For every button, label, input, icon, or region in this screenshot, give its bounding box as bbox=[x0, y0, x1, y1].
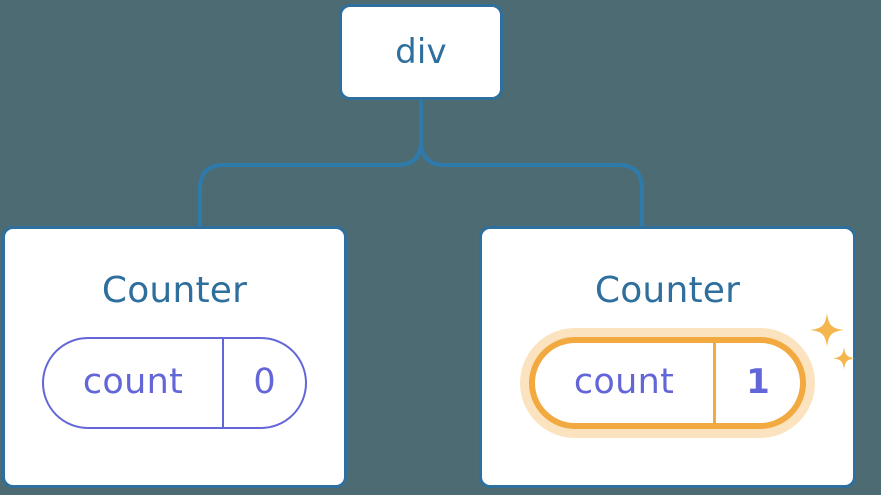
sparkle-group bbox=[810, 313, 856, 370]
sparkle-icon-small bbox=[832, 347, 856, 370]
state-value-cell: 1 bbox=[716, 343, 800, 423]
node-counter-right[interactable]: Counter count 1 bbox=[479, 226, 856, 488]
state-pill-wrapper: count 1 bbox=[529, 313, 856, 429]
node-label: Counter bbox=[101, 270, 248, 311]
state-pill[interactable]: count 0 bbox=[42, 337, 307, 429]
sparkle-icon-large bbox=[810, 313, 844, 347]
state-value-label: 0 bbox=[253, 361, 276, 402]
node-root-div[interactable]: div bbox=[339, 4, 503, 100]
state-pill-highlighted[interactable]: count 1 bbox=[529, 337, 806, 429]
state-key-cell: count bbox=[535, 343, 716, 423]
state-value-label: 1 bbox=[746, 362, 770, 402]
node-label: Counter bbox=[594, 270, 741, 311]
state-key-label: count bbox=[82, 361, 184, 402]
connector-path-left-branch bbox=[198, 140, 423, 226]
connector-path-root-stem bbox=[419, 100, 644, 226]
node-label: div bbox=[395, 32, 447, 72]
state-value-cell: 0 bbox=[224, 339, 305, 427]
state-key-label: count bbox=[573, 361, 675, 402]
state-pill-wrapper: count 0 bbox=[42, 337, 307, 429]
node-counter-left[interactable]: Counter count 0 bbox=[2, 226, 347, 488]
state-key-cell: count bbox=[44, 339, 224, 427]
